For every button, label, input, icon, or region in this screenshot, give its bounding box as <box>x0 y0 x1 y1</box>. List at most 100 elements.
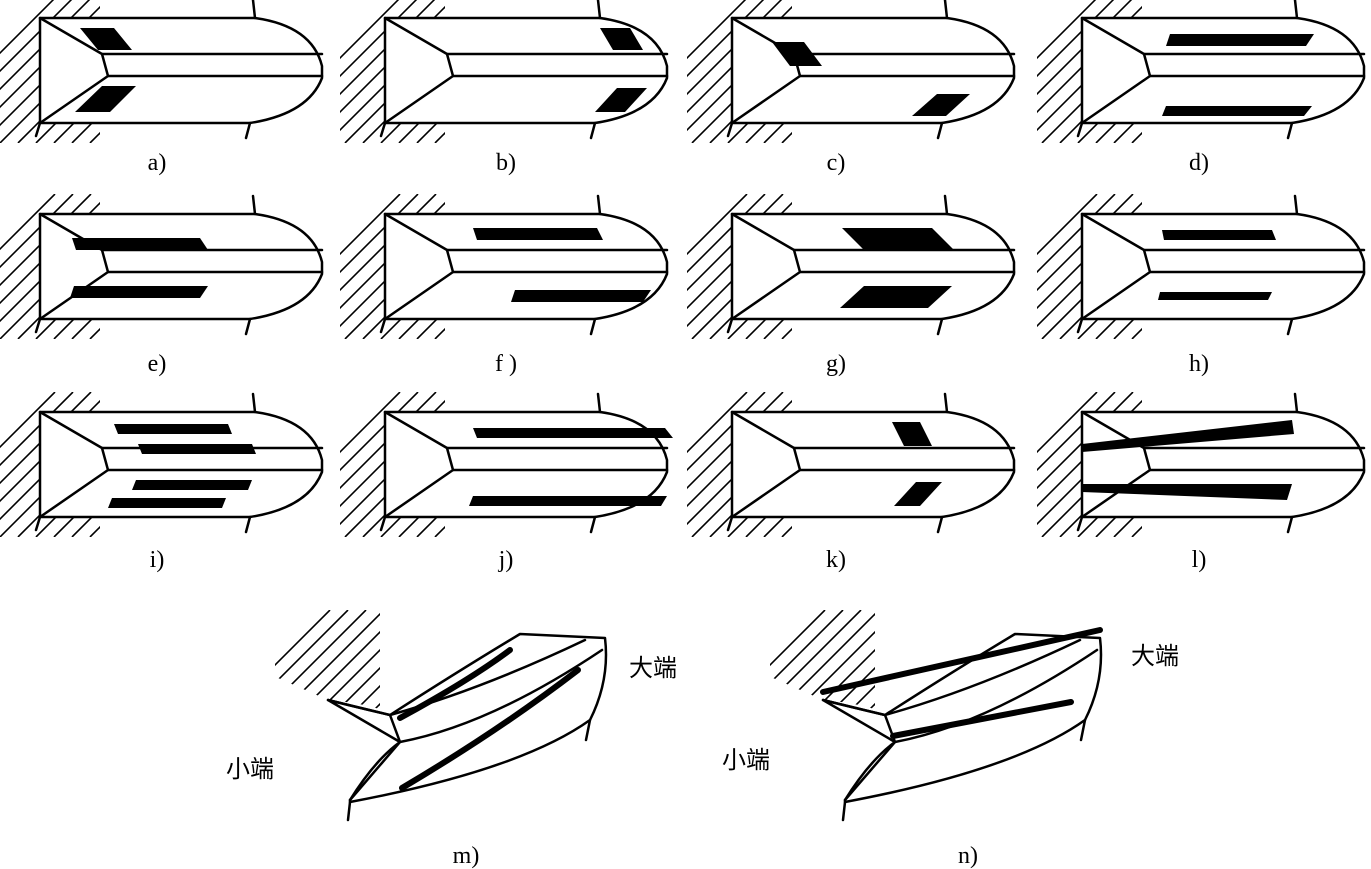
leader-tick <box>943 194 949 216</box>
tooth-flank <box>38 212 324 321</box>
contact-patch <box>469 496 667 506</box>
leader-tick <box>589 121 597 140</box>
contact-patch <box>80 28 132 50</box>
tooth-flank <box>1080 410 1366 519</box>
leader-tick <box>1286 515 1294 534</box>
tooth-panel <box>0 392 324 537</box>
contact-patch <box>132 480 252 490</box>
tooth-flank <box>730 16 1016 125</box>
panel-label: f ) <box>495 351 517 377</box>
leader-tick <box>726 317 734 334</box>
leader-tick <box>943 392 949 414</box>
contact-patch <box>842 228 954 250</box>
leader-tick <box>379 121 387 138</box>
tooth-panel <box>340 0 669 143</box>
contact-patch <box>75 86 136 112</box>
pitch-line-bottom <box>398 648 604 744</box>
leader-tick <box>936 121 944 140</box>
leader-tick <box>251 0 257 20</box>
leader-tick <box>1293 194 1299 216</box>
tooth-panel <box>1037 0 1366 143</box>
contact-patch <box>600 28 643 50</box>
small-end-label: 小端 <box>722 746 770 774</box>
leader-tick <box>379 317 387 334</box>
leader-tick <box>379 515 387 532</box>
tooth-panel <box>687 194 1016 339</box>
leader-tick <box>1286 121 1294 140</box>
panel-label: d) <box>1189 150 1209 176</box>
leader-tick <box>596 392 602 414</box>
tooth-panel <box>340 194 669 339</box>
tooth-panel <box>0 194 324 339</box>
panel-label: b) <box>496 150 516 176</box>
contact-patch <box>473 428 673 438</box>
leader-tick <box>34 317 42 334</box>
panel-label: l) <box>1192 547 1207 573</box>
panel-label: i) <box>150 547 165 573</box>
panel-label: a) <box>148 150 167 176</box>
contact-patch <box>1162 106 1312 116</box>
tooth-flank <box>38 410 324 519</box>
contact-patch <box>595 88 647 112</box>
contact-patch <box>108 498 226 508</box>
leader-tick <box>1076 317 1084 334</box>
leader-tick <box>244 317 252 336</box>
leader-tick <box>584 718 592 742</box>
leader-tick <box>936 515 944 534</box>
panel-label: n) <box>958 843 978 869</box>
contact-patch <box>1158 292 1272 300</box>
contact-patch <box>912 94 970 116</box>
small-end-label: 小端 <box>226 755 274 783</box>
panel-label: e) <box>148 351 167 377</box>
pitch-line-bottom <box>893 648 1099 744</box>
large-end-label: 大端 <box>1131 642 1179 670</box>
contact-patch <box>1082 420 1294 452</box>
leader-tick <box>943 0 949 20</box>
contact-patch <box>892 422 932 446</box>
panel-label: j) <box>498 547 514 573</box>
tooth-flank <box>1080 212 1366 321</box>
leader-tick <box>596 194 602 216</box>
perspective-tooth-panel <box>755 610 1103 830</box>
tooth-flank <box>383 410 669 519</box>
tooth-flank <box>383 16 669 125</box>
leader-tick <box>1293 392 1299 414</box>
tooth-panel <box>1037 392 1366 537</box>
leader-tick <box>1079 718 1087 742</box>
panel-label: h) <box>1189 351 1209 377</box>
tooth-panel <box>687 0 1016 143</box>
contact-patch <box>840 286 952 308</box>
large-end-label: 大端 <box>629 654 677 682</box>
contact-patch <box>114 424 232 434</box>
leader-tick <box>251 392 257 414</box>
contact-pattern <box>397 647 513 721</box>
hub-boundary <box>821 698 897 802</box>
tooth-panel <box>1037 194 1366 339</box>
leader-tick <box>244 515 252 534</box>
leader-tick <box>841 800 847 822</box>
contact-patch <box>72 238 208 250</box>
panel-label: m) <box>453 843 480 869</box>
contact-patch <box>1166 34 1314 46</box>
leader-tick <box>34 121 42 138</box>
leader-tick <box>726 121 734 138</box>
leader-tick <box>589 317 597 336</box>
contact-pattern <box>399 667 581 791</box>
panel-label: g) <box>826 351 846 377</box>
leader-tick <box>726 515 734 532</box>
perspective-tooth-panel <box>260 610 608 830</box>
hub-boundary <box>326 698 402 802</box>
leader-tick <box>34 515 42 532</box>
tooth-panel <box>340 392 673 537</box>
contact-patch <box>894 482 942 506</box>
tooth-panel <box>0 0 324 143</box>
leader-tick <box>589 515 597 534</box>
contact-patch <box>70 286 208 298</box>
contact-patch <box>473 228 603 240</box>
panel-label: c) <box>827 150 846 176</box>
contact-patch <box>1082 484 1292 500</box>
contact-patch <box>138 444 256 454</box>
panel-label: k) <box>826 547 846 573</box>
contact-patch <box>511 290 651 302</box>
